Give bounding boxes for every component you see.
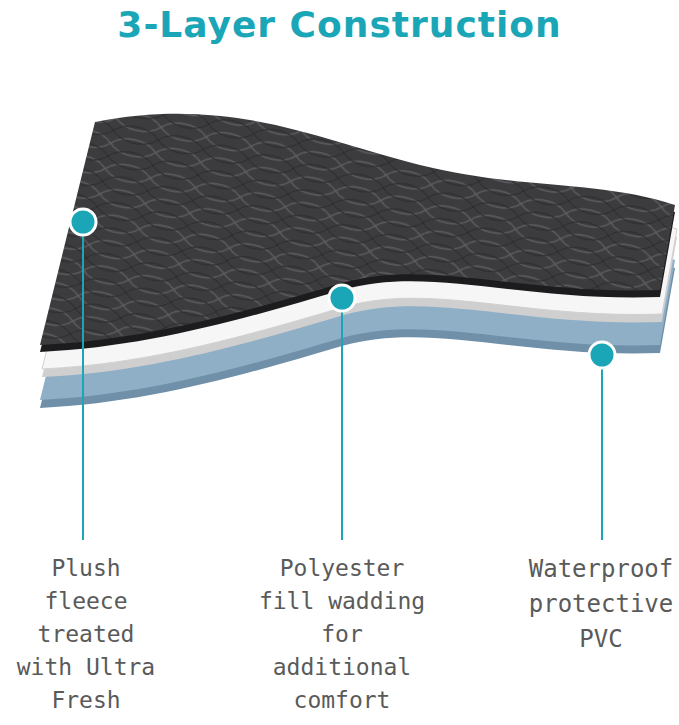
leader-lines — [83, 235, 602, 540]
callout-dot — [589, 342, 615, 368]
callout-dot — [329, 285, 355, 311]
layer-label: Polyester fill wadding for additional co… — [258, 552, 426, 717]
callout-dot — [70, 209, 96, 235]
leader-line — [341, 311, 343, 540]
fleece-layer — [40, 114, 675, 352]
leader-line — [601, 368, 603, 540]
layer-label: Plush fleece treated with Ultra Fresh — [4, 552, 168, 717]
diagram-title: 3-Layer Construction — [0, 4, 679, 45]
callout-dots — [70, 209, 615, 368]
leader-line — [82, 235, 84, 540]
layer-label: Waterproof protective PVC — [527, 552, 675, 657]
